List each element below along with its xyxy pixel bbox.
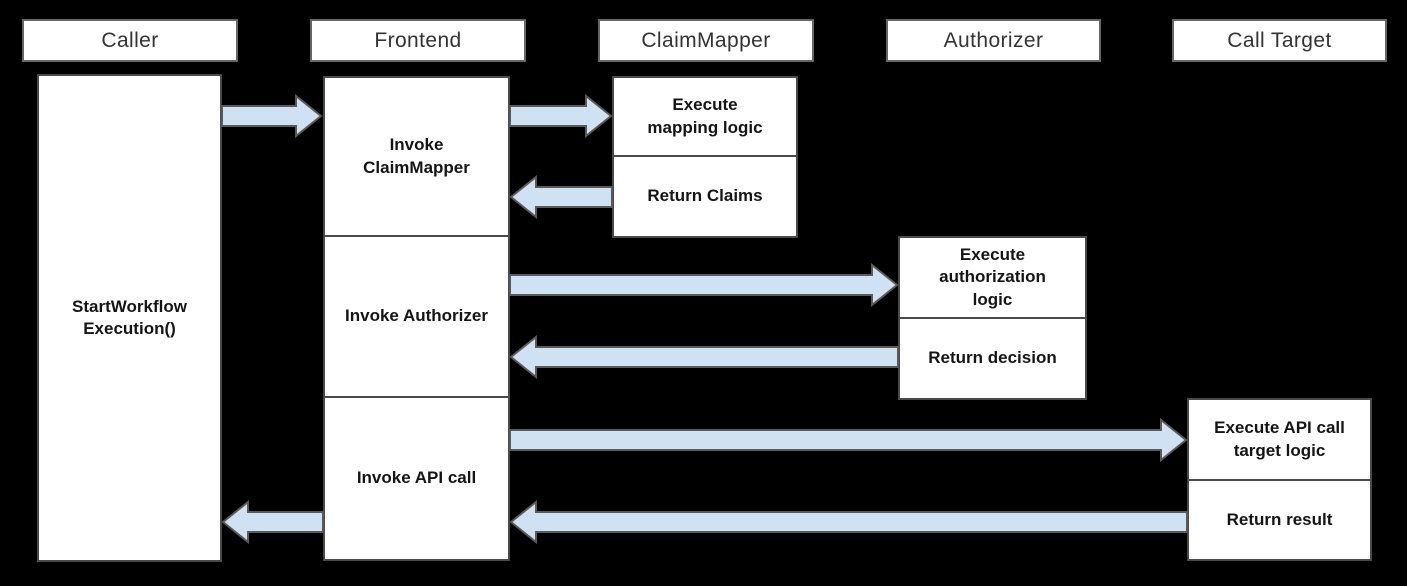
- frontend-step-invoke-claimmapper: Invoke ClaimMapper: [323, 76, 510, 237]
- arrow-authorizer-return-to-frontend-icon: [509, 335, 899, 379]
- exec-row-label: Execute API call target logic: [1214, 418, 1345, 460]
- arrow-claimmapper-return-to-frontend-icon: [509, 175, 613, 219]
- arrow-frontend-to-claimmapper-icon: [509, 94, 613, 138]
- claimmapper-execute-mapping-logic: Execute mapping logic: [614, 78, 796, 157]
- lifeline-header-authorizer: Authorizer: [886, 19, 1101, 62]
- call-target-exec-box: Execute API call target logic Return res…: [1187, 398, 1372, 561]
- frontend-step-invoke-authorizer: Invoke Authorizer: [323, 235, 510, 398]
- frontend-step-invoke-api-call: Invoke API call: [323, 396, 510, 561]
- lifeline-label-frontend: Frontend: [374, 28, 462, 52]
- exec-row-label: Return result: [1226, 509, 1333, 529]
- lifeline-header-claimmapper: ClaimMapper: [598, 19, 814, 62]
- lifeline-header-call-target: Call Target: [1172, 19, 1387, 62]
- frontend-step-label: Invoke API call: [356, 468, 477, 488]
- frontend-activity-stack: Invoke ClaimMapper Invoke Authorizer Inv…: [323, 76, 510, 561]
- call-target-return-result: Return result: [1189, 481, 1370, 559]
- lifeline-label-authorizer: Authorizer: [943, 28, 1044, 52]
- caller-activity-box: StartWorkflow Execution(): [37, 74, 222, 562]
- exec-row-label: Execute mapping logic: [647, 95, 763, 137]
- frontend-step-label: Invoke Authorizer: [345, 306, 488, 326]
- arrow-frontend-return-to-caller-icon: [221, 500, 324, 544]
- lifeline-header-frontend: Frontend: [310, 19, 526, 62]
- caller-activity-label: StartWorkflow Execution(): [72, 296, 187, 338]
- call-target-execute-api-call-target-logic: Execute API call target logic: [1189, 400, 1370, 481]
- frontend-step-label: Invoke ClaimMapper: [363, 135, 470, 177]
- authorizer-exec-box: Execute authorization logic Return decis…: [898, 236, 1087, 400]
- lifeline-header-caller: Caller: [22, 19, 238, 62]
- lifeline-label-call-target: Call Target: [1227, 28, 1332, 52]
- arrow-frontend-to-authorizer-icon: [509, 263, 899, 307]
- arrow-caller-to-frontend-icon: [221, 94, 323, 138]
- exec-row-label: Execute authorization logic: [939, 245, 1046, 309]
- arrow-frontend-to-call-target-icon: [509, 418, 1188, 462]
- exec-row-label: Return Claims: [647, 186, 763, 206]
- authorizer-return-decision: Return decision: [900, 319, 1085, 398]
- authorizer-execute-authorization-logic: Execute authorization logic: [900, 238, 1085, 319]
- arrow-call-target-return-to-frontend-icon: [509, 500, 1188, 544]
- lifeline-label-caller: Caller: [101, 28, 159, 52]
- claimmapper-exec-box: Execute mapping logic Return Claims: [612, 76, 798, 238]
- claimmapper-return-claims: Return Claims: [614, 157, 796, 236]
- lifeline-label-claimmapper: ClaimMapper: [641, 28, 771, 52]
- exec-row-label: Return decision: [928, 348, 1057, 368]
